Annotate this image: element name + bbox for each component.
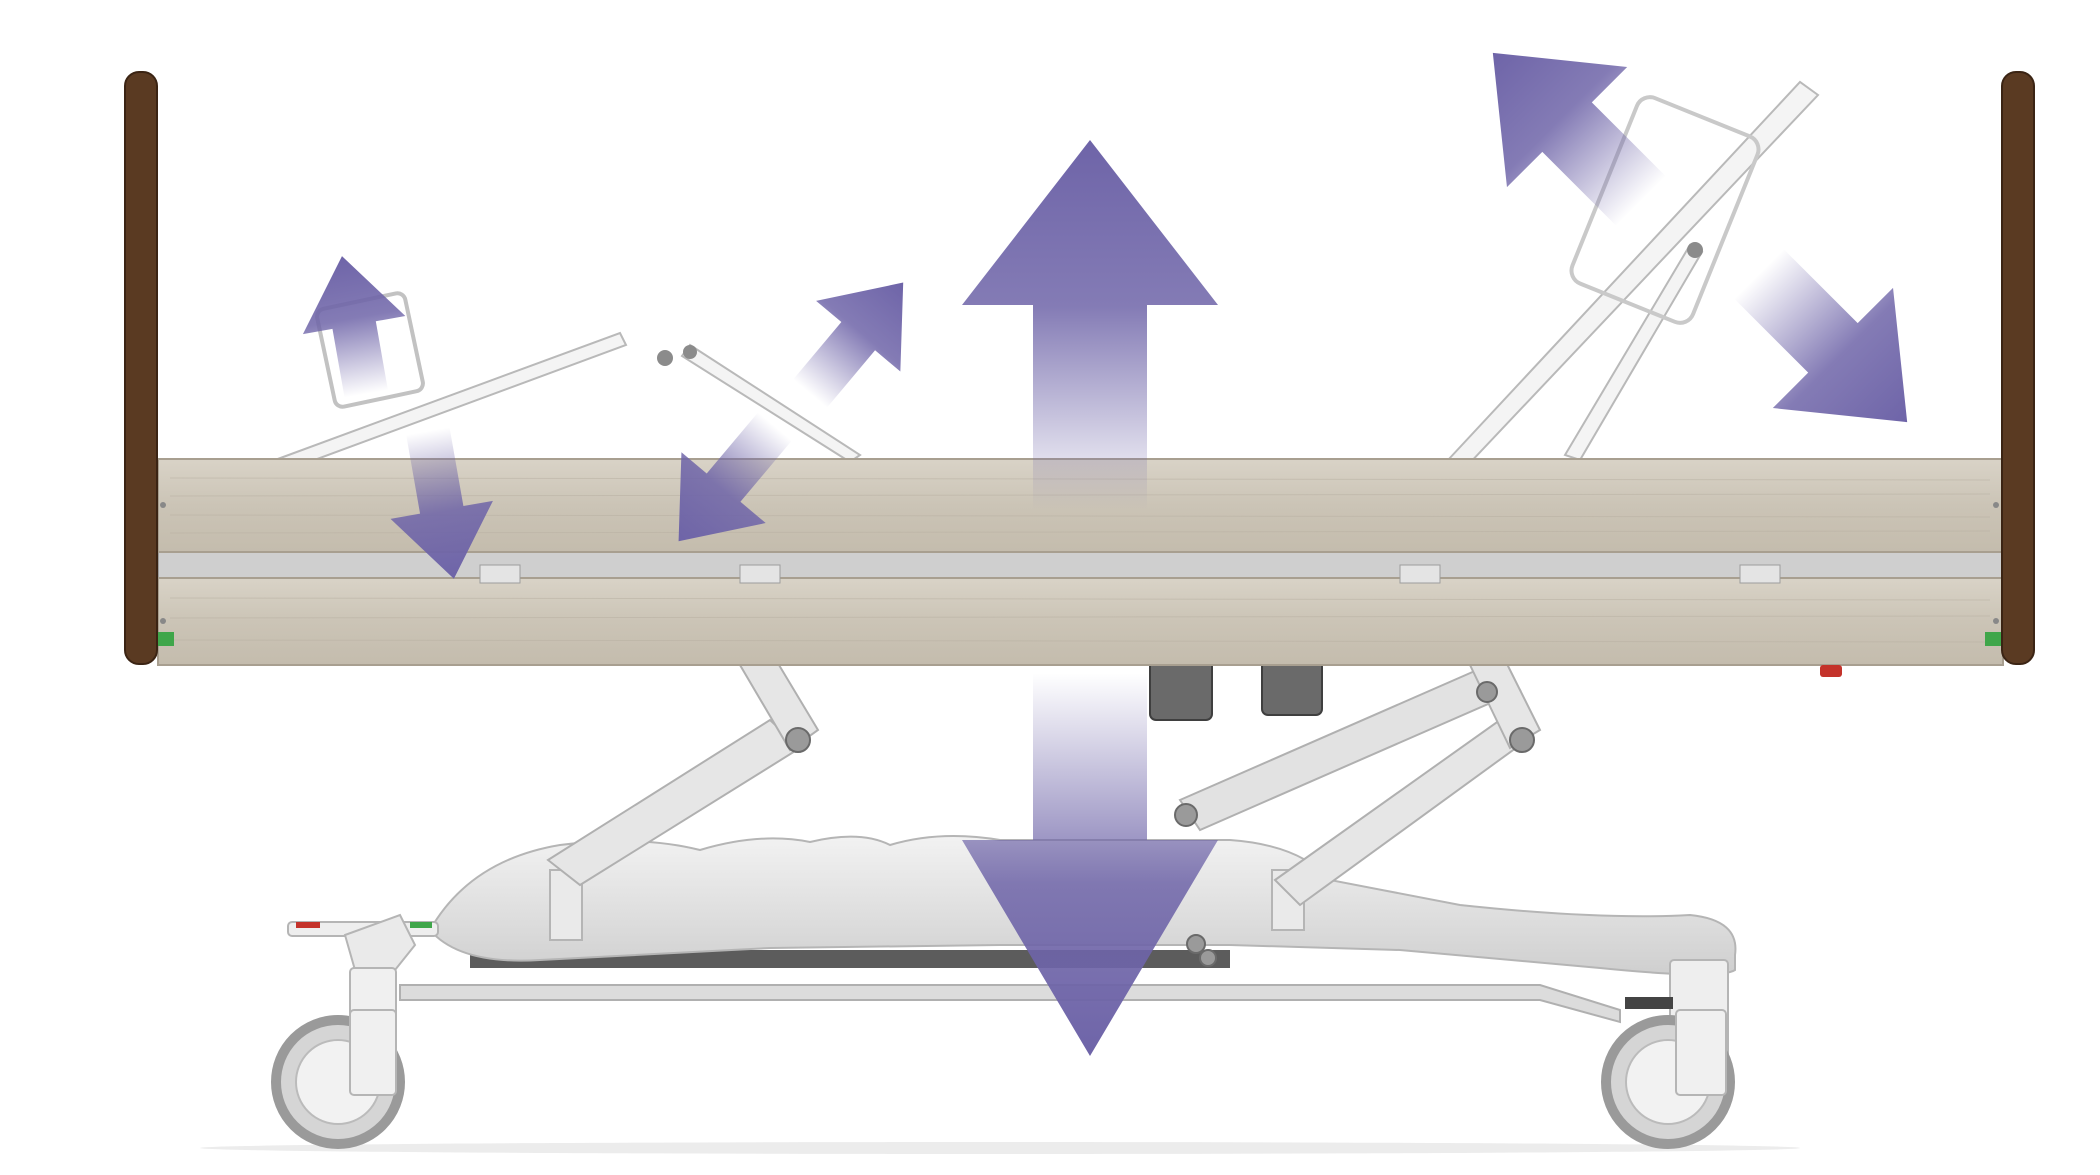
knee-up-arrow [793,282,904,408]
footboard-post [124,71,158,665]
leg-rest-up-arrow [302,256,406,398]
knee-down-arrow [678,412,792,542]
platform-sections [273,80,1820,474]
lower-wood-panel [157,577,2004,666]
castor-left [271,913,439,1149]
green-clip [158,632,174,646]
headboard-post [2001,71,2035,665]
backrest-down-arrow [1733,248,1908,423]
leg-rest-down-arrow [390,427,493,579]
height-down-arrow [962,673,1218,1056]
lift-arms [546,648,1542,967]
castor-right [1601,959,1735,1149]
motor-unit [1149,659,1213,721]
green-clip [1985,632,2001,646]
floor-shadow [200,1142,1800,1154]
backrest-up-arrow [1492,52,1667,227]
height-up-arrow [962,140,1218,510]
red-release-handle [1820,665,1842,677]
motor-unit [1261,659,1323,716]
motion-arrows [302,52,1908,1056]
